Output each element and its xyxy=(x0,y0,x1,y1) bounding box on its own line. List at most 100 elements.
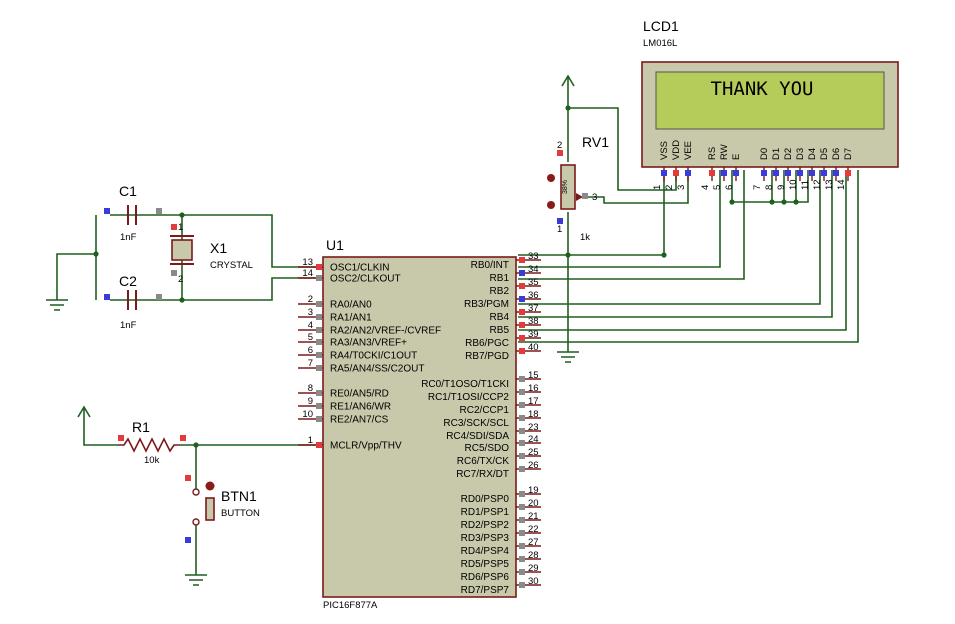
pot-increase-icon[interactable] xyxy=(547,174,555,182)
pin-marker xyxy=(557,218,563,224)
mcu-pin-number: 3 xyxy=(308,307,313,318)
lcd-pin-d2[interactable]: D29 xyxy=(776,148,794,190)
crystal-x1[interactable]: 1 2 X1 CRYSTAL xyxy=(170,222,253,285)
mcu-pin-number: 22 xyxy=(528,524,539,535)
pin-marker xyxy=(519,335,525,341)
pot-decrease-icon[interactable] xyxy=(547,201,555,209)
lcd-pin-e[interactable]: E6 xyxy=(724,154,742,190)
ground-icon xyxy=(46,299,68,311)
pin-marker xyxy=(180,435,186,441)
wire-e xyxy=(518,170,745,280)
capacitor-c2[interactable]: C2 1nF xyxy=(104,273,162,331)
junction-dot xyxy=(729,199,735,205)
mcu-pin-name: OSC1/CLKIN xyxy=(330,263,389,274)
mcu-pin-number: 30 xyxy=(528,576,539,587)
pin-marker xyxy=(118,435,124,441)
pin-marker xyxy=(519,402,525,408)
lcd-pin-rs[interactable]: RS4 xyxy=(700,147,718,190)
lcd-pin-rw[interactable]: RW5 xyxy=(712,144,730,190)
wire-d7 xyxy=(518,170,859,343)
mcu-pin-name: RE1/AN6/WR xyxy=(330,402,391,413)
mcu-pin-name: RA4/T0CKI/C1OUT xyxy=(330,351,417,362)
mcu-pin-name: RA5/AN4/SS/C2OUT xyxy=(330,364,424,375)
c1-ref: C1 xyxy=(119,183,137,199)
mcu-body xyxy=(322,256,517,598)
pin-marker xyxy=(519,257,525,263)
lcd-pin-number: 12 xyxy=(812,179,823,190)
mcu-pin-number: 36 xyxy=(528,290,539,301)
pin-marker xyxy=(156,294,162,300)
x1-value: CRYSTAL xyxy=(210,260,253,271)
mcu-pin-name: RC3/SCK/SCL xyxy=(443,418,509,429)
resistor-r1[interactable]: R1 10k xyxy=(118,419,186,466)
lcd-lm016l[interactable]: LCD1 LM016L THANK YOU VSS1VDD2VEE3RS4RW5… xyxy=(641,18,899,190)
lcd-pin-d0[interactable]: D07 xyxy=(752,148,770,190)
mcu-pin-name: RC6/TX/CK xyxy=(457,456,510,467)
potentiometer-rv1[interactable]: 2 3 1 38% RV1 1k xyxy=(547,134,609,243)
lcd-pin-name: RW xyxy=(719,144,730,160)
lcd-model: LM016L xyxy=(643,38,677,49)
lcd-pin-d1[interactable]: D18 xyxy=(764,148,782,190)
button-btn1[interactable]: BTN1 BUTTON xyxy=(185,475,260,543)
push-button-icon[interactable] xyxy=(205,481,215,491)
lcd-display-text: THANK YOU xyxy=(711,78,814,100)
mcu-pin-name: MCLR/Vpp/THV xyxy=(330,441,402,452)
pin-marker xyxy=(845,170,851,176)
pin-marker xyxy=(519,530,525,536)
mcu-pin-number: 35 xyxy=(528,277,539,288)
pin-marker xyxy=(519,348,525,354)
btn1-ref: BTN1 xyxy=(221,488,257,504)
pin-marker xyxy=(519,504,525,510)
pin-marker xyxy=(316,301,322,307)
pot-body xyxy=(560,164,576,210)
mcu-pin-name: RD0/PSP0 xyxy=(461,494,510,505)
capacitor-c1[interactable]: C1 1nF xyxy=(104,183,162,243)
lcd-pin-number: 11 xyxy=(800,180,811,190)
